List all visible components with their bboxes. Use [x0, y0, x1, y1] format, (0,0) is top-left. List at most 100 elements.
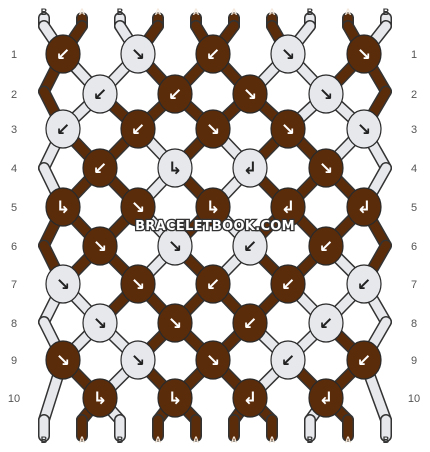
strand-label-bottom: B — [307, 435, 314, 445]
knot — [82, 148, 118, 188]
row-label-right: 4 — [411, 163, 417, 175]
knot-arrow-icon: ↲ — [357, 198, 371, 218]
strand-label-top: A — [155, 7, 162, 17]
knot-arrow-icon: ↙ — [168, 85, 182, 105]
knot — [346, 34, 382, 74]
knot-arrow-icon: ↘ — [168, 314, 182, 334]
strand-label-top: A — [231, 7, 238, 17]
knot — [120, 109, 156, 149]
knot — [82, 74, 118, 114]
knot-arrow-icon: ↙ — [206, 45, 220, 65]
knot-arrow-icon: ↙ — [56, 45, 70, 65]
strand-label-top: B — [41, 7, 48, 17]
knot — [195, 187, 231, 227]
knot — [82, 303, 118, 343]
knot-arrow-icon: ↘ — [357, 45, 371, 65]
knot — [346, 187, 382, 227]
knot-arrow-icon: ↙ — [357, 351, 371, 371]
row-label-left: 10 — [8, 393, 20, 405]
knot-arrow-icon: ↘ — [56, 275, 70, 295]
knot-arrow-icon: ↘ — [168, 237, 182, 257]
knot-arrow-icon: ↙ — [93, 159, 107, 179]
strand-label-bottom: A — [193, 435, 200, 445]
strand-label-top: B — [383, 7, 390, 17]
knot — [45, 187, 81, 227]
knot — [45, 109, 81, 149]
knot-arrow-icon: ↘ — [131, 351, 145, 371]
knot — [232, 378, 268, 418]
knot — [346, 340, 382, 380]
knot — [82, 226, 118, 266]
knot-arrow-icon: ↙ — [93, 85, 107, 105]
strand-label-bottom: B — [41, 435, 48, 445]
knot — [270, 264, 306, 304]
knot — [270, 340, 306, 380]
knot-arrow-icon: ↘ — [319, 159, 333, 179]
row-label-left: 2 — [11, 89, 17, 101]
knot-arrow-icon: ↙ — [56, 120, 70, 140]
knot — [346, 109, 382, 149]
knot — [157, 378, 193, 418]
knot — [308, 74, 344, 114]
row-label-left: 9 — [11, 355, 17, 367]
knot — [120, 340, 156, 380]
knot — [45, 34, 81, 74]
row-label-right: 5 — [411, 202, 417, 214]
knot — [120, 264, 156, 304]
knot-arrow-icon: ↘ — [243, 85, 257, 105]
knot-arrow-icon: ↳ — [206, 198, 220, 218]
strand-label-top: B — [307, 7, 314, 17]
knot — [195, 109, 231, 149]
row-label-left: 6 — [11, 241, 17, 253]
knot-arrow-icon: ↘ — [93, 314, 107, 334]
knot-arrow-icon: ↘ — [131, 45, 145, 65]
knot-arrow-icon: ↘ — [131, 198, 145, 218]
row-label-left: 1 — [11, 49, 17, 61]
knot — [157, 303, 193, 343]
watermark: BRACELETBOOK.COM — [135, 219, 295, 234]
strand-label-bottom: A — [269, 435, 276, 445]
knot-arrow-icon: ↲ — [281, 198, 295, 218]
knot — [157, 226, 193, 266]
knot — [45, 340, 81, 380]
strand-label-top: A — [193, 7, 200, 17]
row-label-left: 3 — [11, 124, 17, 136]
knot — [308, 226, 344, 266]
knot — [195, 340, 231, 380]
knot-arrow-icon: ↙ — [131, 120, 145, 140]
knot-arrow-icon: ↘ — [131, 275, 145, 295]
strand-label-bottom: B — [117, 435, 124, 445]
knot-arrow-icon: ↳ — [168, 159, 182, 179]
knots-layer: ↙↘↙↘↘↙↙↘↘↙↙↘↘↘↙↳↲↘↳↘↳↲↲↘↘↙↙↘↘↙↙↙↘↘↙↙↘↘↘↙… — [45, 34, 382, 418]
strand-label-bottom: B — [383, 435, 390, 445]
knot-arrow-icon: ↲ — [319, 389, 333, 409]
strand-label-bottom: A — [155, 435, 162, 445]
knot — [232, 303, 268, 343]
row-label-right: 3 — [411, 124, 417, 136]
row-label-right: 8 — [411, 318, 417, 330]
strand-label-top: A — [269, 7, 276, 17]
strand-label-top: B — [117, 7, 124, 17]
knot — [157, 148, 193, 188]
row-label-right: 10 — [408, 393, 420, 405]
row-label-right: 7 — [411, 279, 417, 291]
knot-arrow-icon: ↘ — [281, 120, 295, 140]
knot-arrow-icon: ↙ — [357, 275, 371, 295]
knot-arrow-icon: ↙ — [206, 275, 220, 295]
row-label-right: 6 — [411, 241, 417, 253]
knot — [45, 264, 81, 304]
strand-label-top: A — [345, 7, 352, 17]
knot-arrow-icon: ↘ — [206, 351, 220, 371]
knot-arrow-icon: ↘ — [281, 45, 295, 65]
knot-arrow-icon: ↙ — [319, 237, 333, 257]
knot-arrow-icon: ↳ — [56, 198, 70, 218]
knot — [120, 187, 156, 227]
knot — [232, 148, 268, 188]
knot — [308, 303, 344, 343]
knot-arrow-icon: ↘ — [357, 120, 371, 140]
row-label-right: 1 — [411, 49, 417, 61]
knot-arrow-icon: ↳ — [168, 389, 182, 409]
knot-arrow-icon: ↘ — [206, 120, 220, 140]
